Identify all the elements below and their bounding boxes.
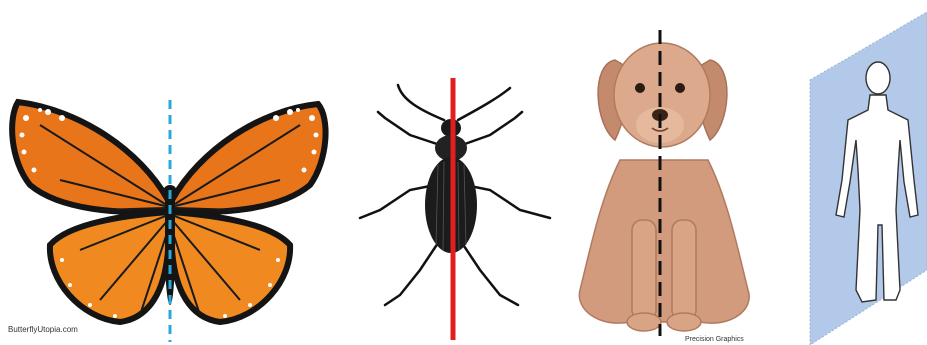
beetle-panel xyxy=(340,0,560,345)
human-body-outline-icon xyxy=(800,0,927,345)
beetle-icon xyxy=(340,0,560,345)
monarch-butterfly-icon xyxy=(0,0,340,345)
image-credit: Precision Graphics xyxy=(685,336,744,343)
dog-panel: Precision Graphics xyxy=(560,0,765,345)
image-credit: ButterflyUtopia.com xyxy=(8,325,78,334)
butterfly-panel: ButterflyUtopia.com xyxy=(0,0,340,345)
puppy-icon xyxy=(560,0,765,345)
human-plane-panel xyxy=(800,0,927,345)
